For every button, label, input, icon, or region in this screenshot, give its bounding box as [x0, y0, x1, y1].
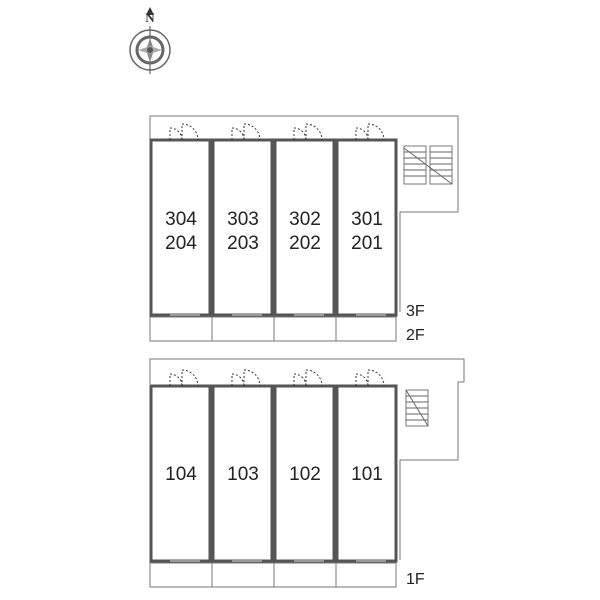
stairs-icon — [405, 389, 429, 427]
unit-number: 102 — [289, 464, 321, 485]
stairs-icon — [403, 145, 453, 185]
upper-building: 304 204 303 203 302 202 301 201 3F 2F — [149, 115, 459, 344]
lower-building: 104 103 102 101 1F — [149, 358, 465, 588]
unit-number-lower: 202 — [289, 233, 321, 254]
unit-number: 103 — [227, 464, 259, 485]
floor-label-2f: 2F — [406, 327, 425, 344]
unit-number-upper: 301 — [351, 209, 383, 230]
door-icon — [169, 369, 385, 387]
unit-number-lower: 203 — [227, 233, 259, 254]
unit-number: 101 — [351, 464, 383, 485]
unit-number-upper: 304 — [165, 209, 197, 230]
floor-label-1f: 1F — [406, 571, 425, 588]
unit-number-lower: 204 — [165, 233, 197, 254]
unit-number-upper: 302 — [289, 209, 321, 230]
compass-north-label: N — [145, 10, 155, 25]
unit-number-lower: 201 — [351, 233, 383, 254]
unit-number-upper: 303 — [227, 209, 259, 230]
unit-number: 104 — [165, 464, 197, 485]
floor-label-3f: 3F — [406, 303, 425, 320]
door-icon — [169, 123, 385, 141]
compass-icon: N — [129, 7, 171, 74]
